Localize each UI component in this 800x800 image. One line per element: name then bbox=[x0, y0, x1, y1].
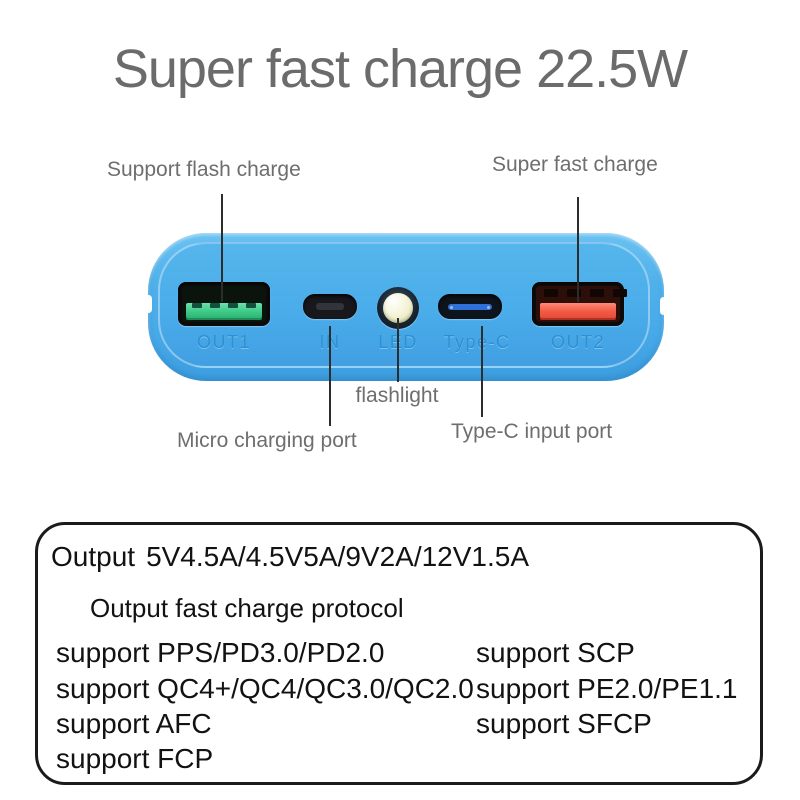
micro-usb-port bbox=[303, 294, 357, 319]
protocol-left-0: support PPS/PD3.0/PD2.0 bbox=[56, 637, 385, 668]
protocol-title: Output fast charge protocol bbox=[90, 593, 404, 623]
leader-line-out2 bbox=[577, 197, 579, 302]
case-seam-right bbox=[660, 297, 667, 315]
usb-out1-contacts bbox=[192, 303, 256, 308]
case-seam-left bbox=[145, 295, 152, 313]
protocol-right-2: support SFCP bbox=[476, 708, 652, 739]
spec-box: Output 5V4.5A/4.5V5A/9V2A/12V1.5A Output … bbox=[35, 522, 763, 785]
callout-micro-port: Micro charging port bbox=[177, 429, 357, 452]
callout-flash-charge: Support flash charge bbox=[107, 158, 301, 181]
output-ratings-line: Output 5V4.5A/4.5V5A/9V2A/12V1.5A bbox=[51, 541, 529, 573]
usb-out2-tongue bbox=[540, 303, 616, 318]
leader-line-flashlight bbox=[397, 318, 399, 382]
usb-a-port-out1 bbox=[178, 282, 270, 326]
callout-super-fast-charge: Super fast charge bbox=[492, 153, 658, 176]
callout-typec-port: Type-C input port bbox=[451, 420, 613, 443]
usb-out1-tongue bbox=[186, 303, 262, 318]
protocol-left-1: support QC4+/QC4/QC3.0/QC2.0 bbox=[56, 673, 474, 704]
type-c-port bbox=[438, 294, 502, 319]
callout-flashlight: flashlight bbox=[355, 384, 439, 407]
leader-line-micro bbox=[329, 326, 331, 426]
leader-line-out1 bbox=[221, 194, 223, 302]
protocol-right-1: support PE2.0/PE1.1 bbox=[476, 673, 738, 704]
protocol-left-3: support FCP bbox=[56, 743, 214, 774]
port-label-out2: OUT2 bbox=[550, 332, 605, 352]
leader-line-typec bbox=[481, 326, 483, 417]
page-title: Super fast charge 22.5W bbox=[112, 39, 688, 99]
micro-usb-slot bbox=[316, 303, 344, 310]
port-label-out1: OUT1 bbox=[196, 332, 251, 352]
type-c-tongue bbox=[448, 304, 492, 310]
output-values: 5V4.5A/4.5V5A/9V2A/12V1.5A bbox=[146, 541, 530, 572]
port-label-typec: Type-C bbox=[443, 332, 511, 352]
power-bank-body: OUT1 IN LED Type-C OUT2 bbox=[145, 233, 667, 381]
output-label: Output bbox=[51, 541, 136, 572]
usb-out2-contacts bbox=[544, 289, 627, 297]
protocol-right-0: support SCP bbox=[476, 637, 635, 668]
protocol-left-2: support AFC bbox=[56, 708, 212, 739]
